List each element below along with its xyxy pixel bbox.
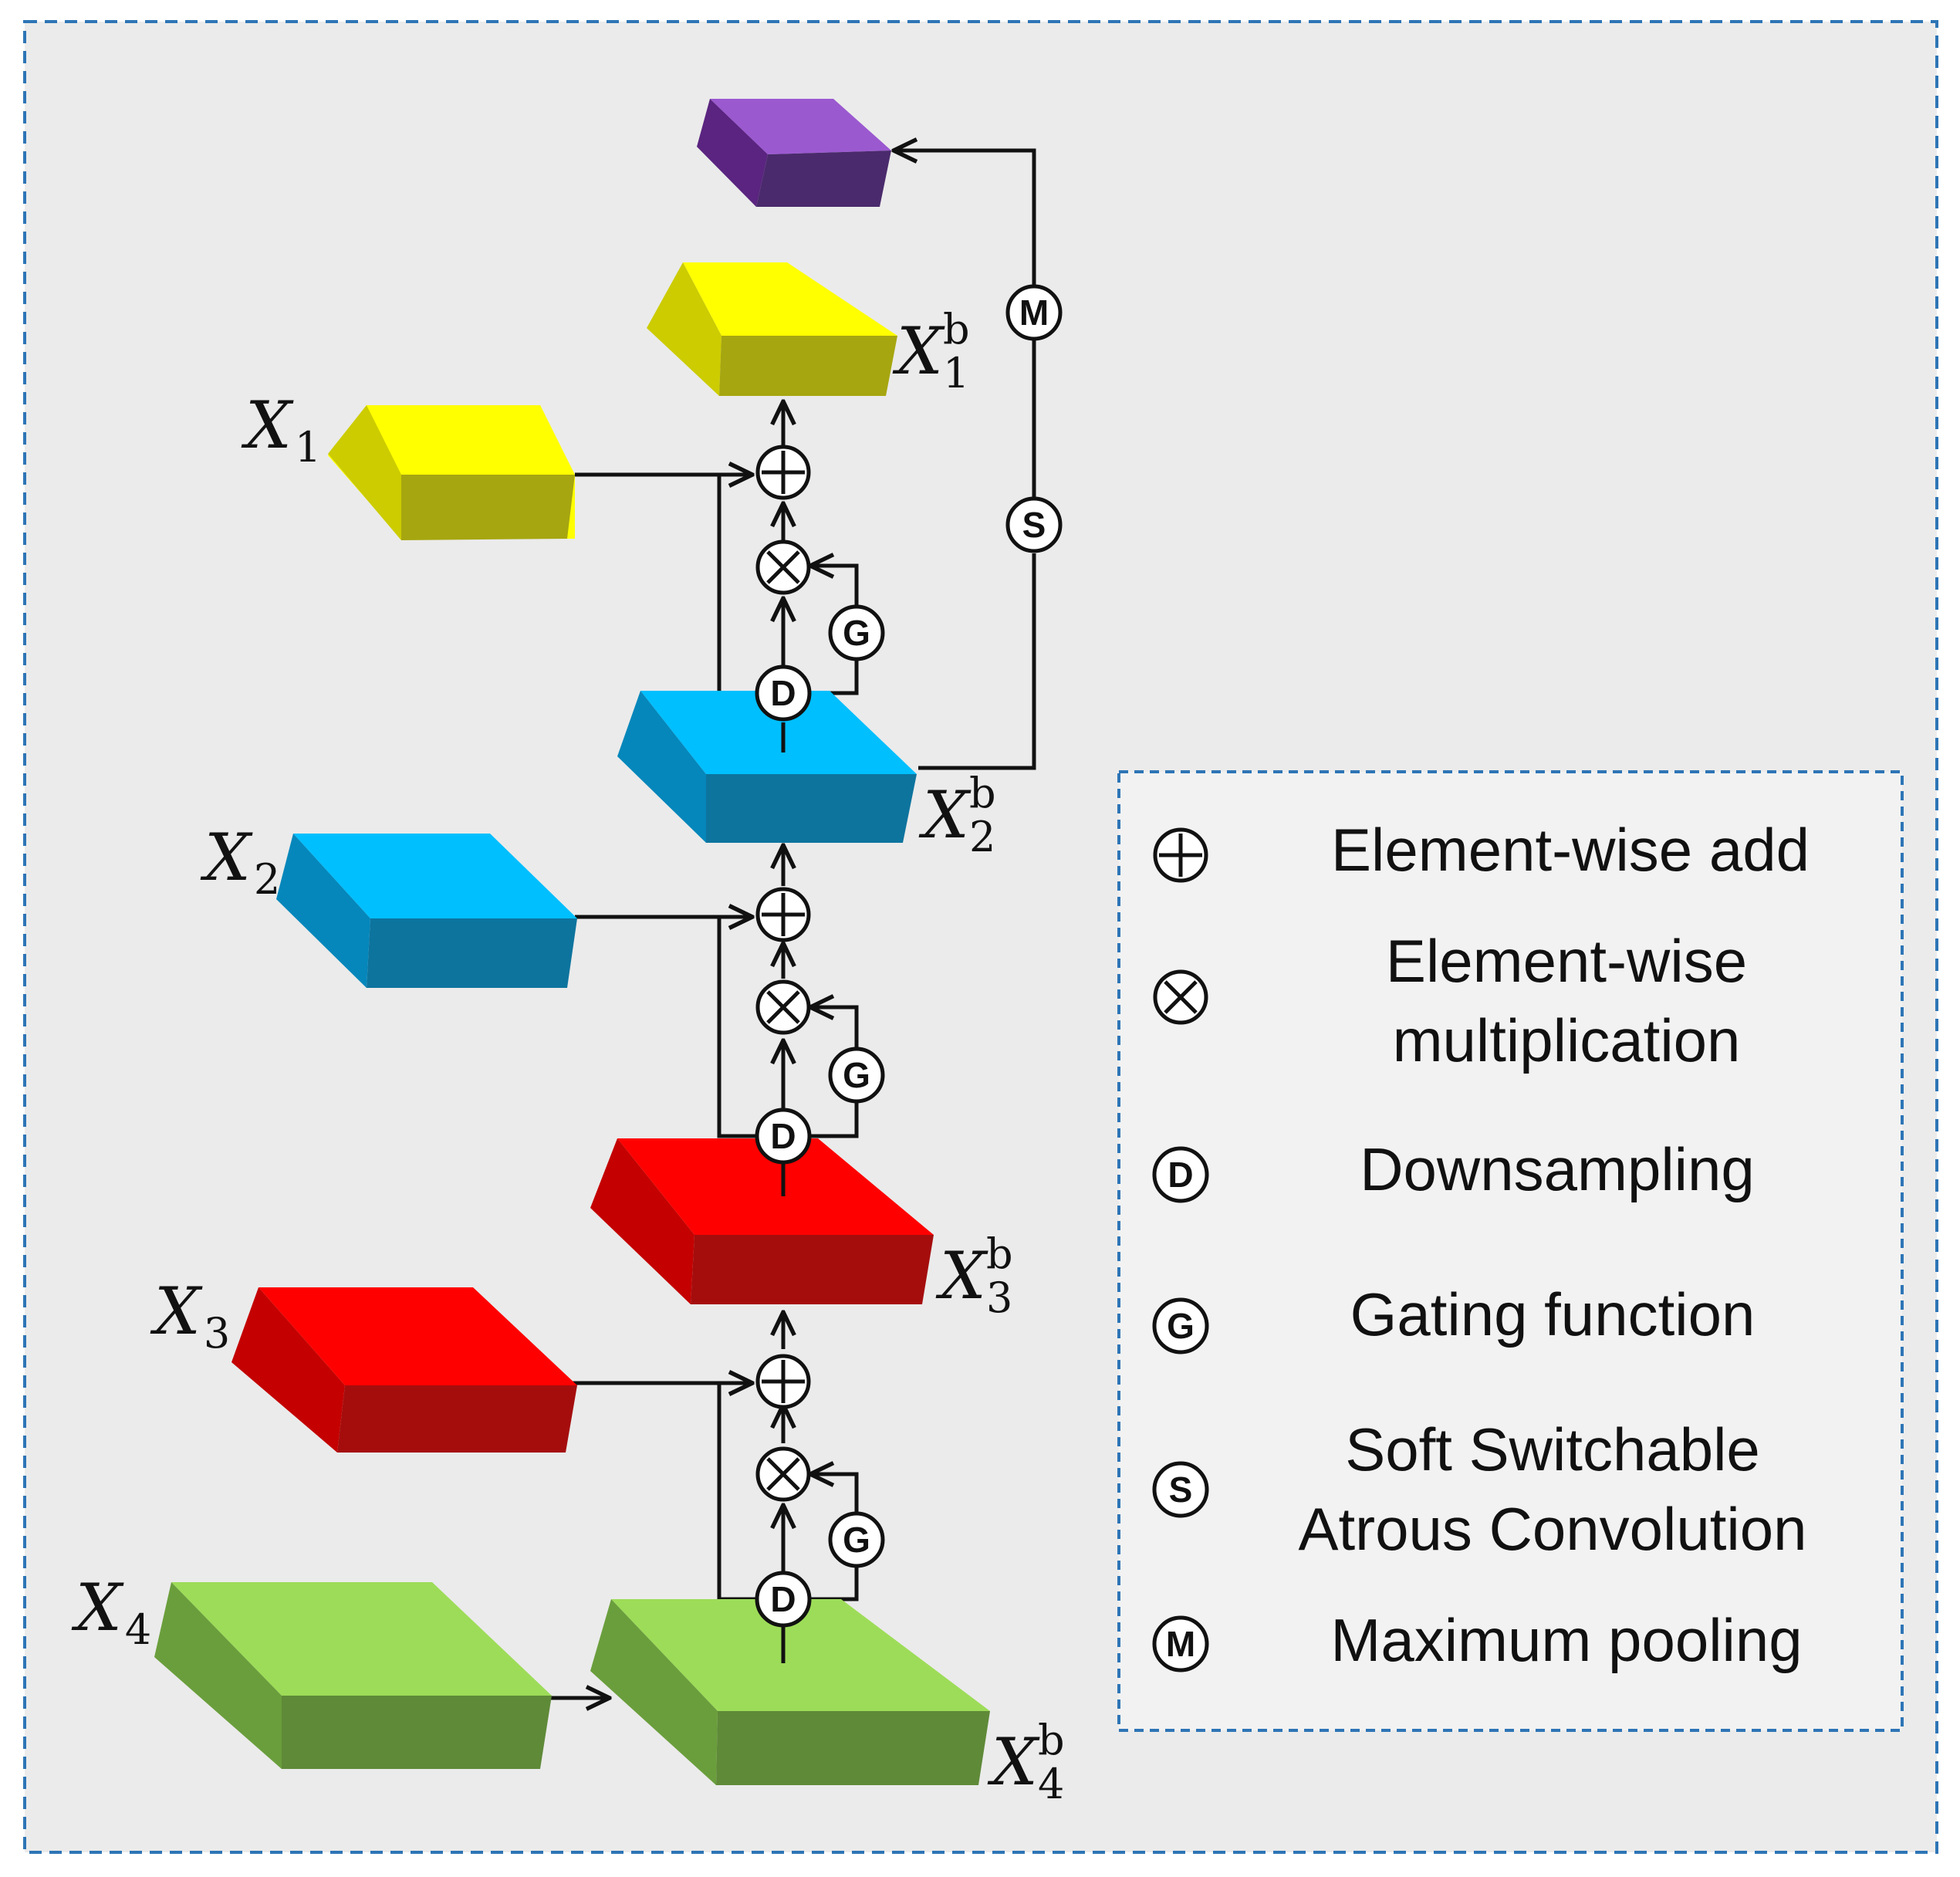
svg-text:X: X bbox=[918, 777, 972, 853]
operators: G D G D bbox=[755, 284, 1063, 1628]
svg-text:b: b bbox=[969, 769, 996, 817]
legend-item-max-pool: M Maximum pooling bbox=[1152, 1606, 1803, 1674]
block-x2b bbox=[617, 691, 917, 843]
max-pool-symbol-icon: M bbox=[1152, 1615, 1209, 1672]
switchable-conv-symbol-icon: S bbox=[1152, 1461, 1209, 1518]
block-x1 bbox=[328, 405, 575, 540]
multiply-symbol-icon bbox=[1153, 969, 1208, 1025]
svg-text:S: S bbox=[1169, 1469, 1193, 1510]
block-x4b bbox=[590, 1599, 990, 1785]
block-x3b bbox=[590, 1138, 934, 1304]
gating-operator: G bbox=[828, 604, 885, 661]
add-operator bbox=[755, 887, 811, 942]
switchable-conv-letter: S bbox=[1022, 505, 1046, 545]
legend-item-multiply: Element-wise multiplication bbox=[1153, 927, 1747, 1074]
legend-multiply-line2: multiplication bbox=[1393, 1006, 1741, 1074]
svg-text:b: b bbox=[986, 1229, 1013, 1278]
svg-text:1: 1 bbox=[943, 349, 969, 397]
add-symbol-icon bbox=[1153, 827, 1208, 883]
label-x3b: X b 3 bbox=[935, 1229, 1013, 1322]
multiply-operator bbox=[755, 979, 811, 1035]
block-output bbox=[697, 99, 891, 207]
block-x1b bbox=[647, 262, 897, 396]
gating-letter: G bbox=[843, 613, 870, 653]
svg-text:D: D bbox=[1168, 1155, 1193, 1195]
downsample-operator: D bbox=[755, 1571, 812, 1628]
legend-item-downsample: D Downsampling bbox=[1152, 1135, 1755, 1203]
gating-symbol-icon: G bbox=[1152, 1297, 1209, 1354]
gating-operator: G bbox=[828, 1511, 885, 1568]
svg-text:X: X bbox=[935, 1238, 988, 1314]
multiply-operator bbox=[755, 1446, 811, 1502]
legend-multiply-line1: Element-wise bbox=[1386, 927, 1747, 995]
downsample-letter: D bbox=[770, 1116, 796, 1156]
label-x1: X1 bbox=[241, 387, 321, 472]
label-x4: X4 bbox=[71, 1570, 151, 1654]
downsample-operator: D bbox=[755, 665, 812, 722]
gating-letter: G bbox=[843, 1520, 870, 1560]
label-x4b: X b 4 bbox=[987, 1716, 1065, 1808]
svg-text:3: 3 bbox=[986, 1273, 1012, 1322]
max-pool-operator: M bbox=[1005, 284, 1063, 341]
legend-item-switchable-conv: S Soft Switchable Atrous Convolution bbox=[1152, 1415, 1807, 1563]
downsample-letter: D bbox=[770, 1579, 796, 1619]
multiply-operator bbox=[755, 539, 811, 595]
gating-letter: G bbox=[843, 1055, 870, 1095]
legend-gating-text: Gating function bbox=[1350, 1280, 1756, 1348]
downsample-letter: D bbox=[770, 673, 796, 713]
switchable-conv-operator: S bbox=[1005, 496, 1063, 553]
legend-switchable-line1: Soft Switchable bbox=[1345, 1415, 1760, 1483]
feature-labels: X1 X2 X3 X4 X b 1 X b 2 X b 3 X b 4 bbox=[71, 305, 1065, 1808]
legend-add-text: Element-wise add bbox=[1331, 816, 1810, 884]
feature-blocks bbox=[154, 99, 990, 1785]
label-x1b: X b 1 bbox=[892, 305, 970, 397]
svg-text:G: G bbox=[1167, 1306, 1195, 1346]
svg-text:b: b bbox=[1038, 1716, 1065, 1764]
svg-text:4: 4 bbox=[1038, 1760, 1064, 1808]
legend-max-pool-text: Maximum pooling bbox=[1330, 1606, 1802, 1674]
legend-downsample-text: Downsampling bbox=[1360, 1135, 1755, 1203]
legend: Element-wise add Element-wise multiplica… bbox=[1152, 816, 1810, 1674]
downsample-symbol-icon: D bbox=[1152, 1146, 1209, 1203]
block-x3 bbox=[231, 1287, 577, 1453]
gating-operator: G bbox=[828, 1047, 885, 1104]
legend-panel bbox=[1117, 770, 1904, 1732]
downsample-operator: D bbox=[755, 1108, 812, 1165]
block-x2 bbox=[276, 834, 577, 988]
legend-switchable-line2: Atrous Convolution bbox=[1298, 1495, 1806, 1563]
svg-text:2: 2 bbox=[969, 813, 995, 861]
label-x2b: X b 2 bbox=[918, 769, 996, 861]
svg-text:X: X bbox=[892, 313, 945, 389]
label-x3: X3 bbox=[150, 1273, 230, 1358]
add-operator bbox=[755, 1354, 811, 1409]
block-x4 bbox=[154, 1582, 552, 1769]
legend-item-gating: G Gating function bbox=[1152, 1280, 1756, 1354]
max-pool-letter: M bbox=[1019, 293, 1049, 333]
svg-text:M: M bbox=[1166, 1624, 1195, 1664]
add-operator bbox=[755, 445, 811, 500]
svg-text:X: X bbox=[987, 1724, 1040, 1800]
label-x2: X2 bbox=[200, 820, 280, 904]
svg-text:b: b bbox=[943, 305, 970, 353]
legend-item-add: Element-wise add bbox=[1153, 816, 1810, 884]
